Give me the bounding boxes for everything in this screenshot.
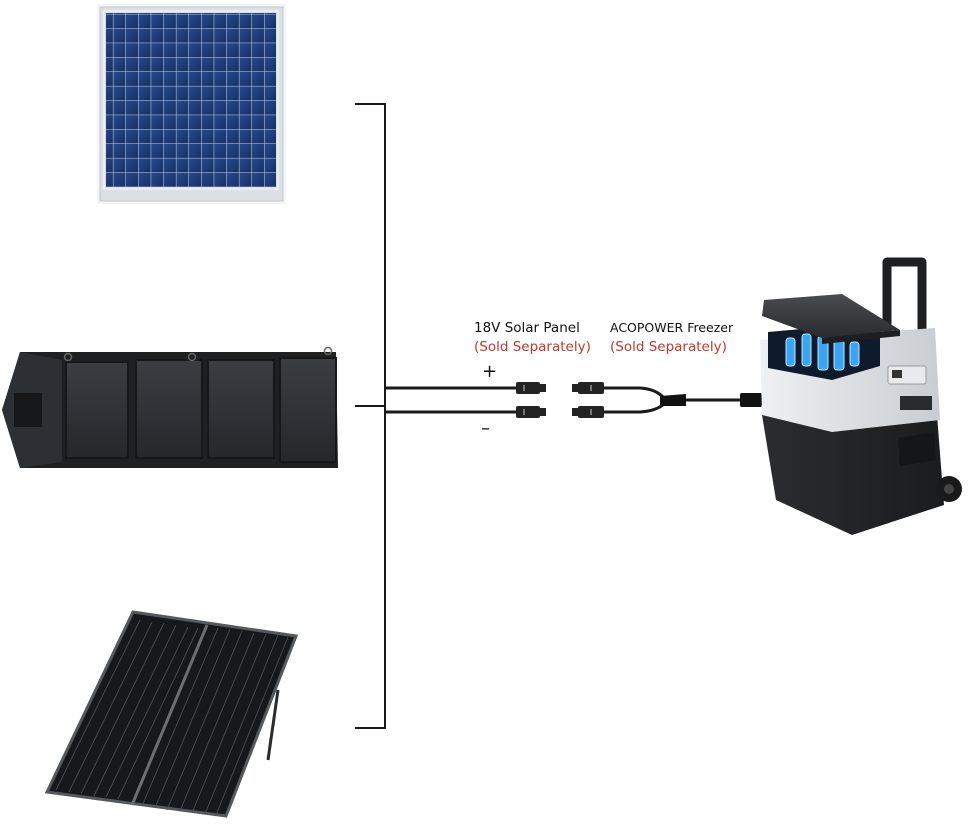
bracket — [355, 103, 386, 729]
freezer-label: ACOPOWER Freezer — [610, 320, 734, 335]
solar-panel-suitcase — [44, 610, 299, 818]
solar-panel-rigid — [97, 4, 286, 204]
portable-freezer — [760, 257, 962, 535]
y-splitter-cable — [604, 386, 762, 414]
solar-panel-foldable — [2, 346, 338, 468]
mc4-connectors — [516, 382, 604, 418]
minus-sign: – — [481, 418, 490, 439]
freezer-note: (Sold Separately) — [610, 339, 727, 355]
solar-cables — [385, 386, 518, 414]
panel-label: 18V Solar Panel — [474, 320, 580, 336]
plus-sign: + — [482, 361, 498, 382]
panel-note: (Sold Separately) — [474, 339, 591, 355]
